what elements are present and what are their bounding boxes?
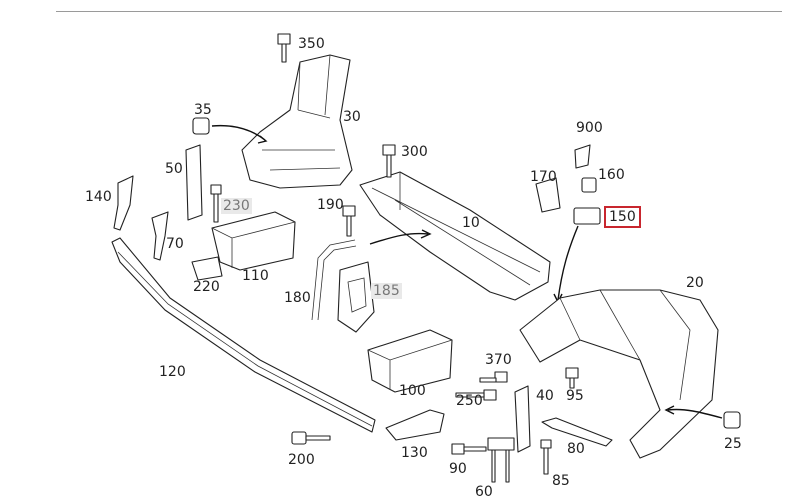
top-divider <box>56 11 782 12</box>
part-50-bracket <box>185 144 203 221</box>
nut-160 <box>581 177 597 193</box>
callout-180[interactable]: 180 <box>284 290 311 306</box>
callout-95[interactable]: 95 <box>566 388 584 404</box>
part-100-bracket <box>367 329 453 393</box>
callout-160[interactable]: 160 <box>598 167 625 183</box>
bolt-200 <box>291 431 331 445</box>
callout-20[interactable]: 20 <box>686 275 704 291</box>
bolt-230 <box>210 184 222 223</box>
part-70-bracket <box>151 211 169 261</box>
part-180-tube <box>311 239 357 321</box>
part-140-bracket <box>113 175 134 231</box>
callout-110[interactable]: 110 <box>242 268 269 284</box>
studs-60 <box>487 437 515 483</box>
callout-200[interactable]: 200 <box>288 452 315 468</box>
bolt-95 <box>565 367 579 389</box>
part-120-bumper-beam <box>111 237 376 433</box>
callout-220[interactable]: 220 <box>193 279 220 295</box>
bolt-85 <box>540 439 552 475</box>
part-40-bracket <box>514 385 531 453</box>
callout-100[interactable]: 100 <box>399 383 426 399</box>
callout-85[interactable]: 85 <box>552 473 570 489</box>
bolt-190 <box>342 205 356 237</box>
callout-120[interactable]: 120 <box>159 364 186 380</box>
bolt-370 <box>479 371 508 383</box>
callout-150-highlighted[interactable]: 150 <box>604 206 641 228</box>
callout-30[interactable]: 30 <box>343 109 361 125</box>
callout-170[interactable]: 170 <box>530 169 557 185</box>
part-10-crossmember <box>359 171 551 301</box>
callout-250[interactable]: 250 <box>456 393 483 409</box>
callout-130[interactable]: 130 <box>401 445 428 461</box>
clip-150 <box>553 207 601 304</box>
part-170-bracket <box>535 177 561 213</box>
callout-70[interactable]: 70 <box>166 236 184 252</box>
callout-90[interactable]: 90 <box>449 461 467 477</box>
callout-350[interactable]: 350 <box>298 36 325 52</box>
callout-230[interactable]: 230 <box>221 198 252 214</box>
part-20-side-member <box>519 289 723 459</box>
callout-60[interactable]: 60 <box>475 484 493 500</box>
callout-35[interactable]: 35 <box>194 102 212 118</box>
callout-80[interactable]: 80 <box>567 441 585 457</box>
callout-40[interactable]: 40 <box>536 388 554 404</box>
plate-220 <box>191 256 223 281</box>
callout-50[interactable]: 50 <box>165 161 183 177</box>
part-130-bracket <box>385 409 445 441</box>
bolt-90 <box>451 443 487 455</box>
part-900 <box>574 144 591 169</box>
callout-185[interactable]: 185 <box>371 283 402 299</box>
callout-190[interactable]: 190 <box>317 197 344 213</box>
callout-25[interactable]: 25 <box>724 436 742 452</box>
part-110-bracket <box>211 211 296 271</box>
bolt-350 <box>277 33 291 63</box>
callout-140[interactable]: 140 <box>85 189 112 205</box>
plate-185 <box>337 261 375 333</box>
part-80-strip <box>541 417 613 447</box>
callout-300[interactable]: 300 <box>401 144 428 160</box>
callout-900[interactable]: 900 <box>576 120 603 136</box>
callout-10[interactable]: 10 <box>462 215 480 231</box>
clip-35 <box>192 117 268 144</box>
clip-25 <box>723 411 741 429</box>
bolt-300 <box>382 144 396 178</box>
bolt-250 <box>455 389 497 401</box>
callout-370[interactable]: 370 <box>485 352 512 368</box>
part-30-bracket <box>241 54 353 189</box>
